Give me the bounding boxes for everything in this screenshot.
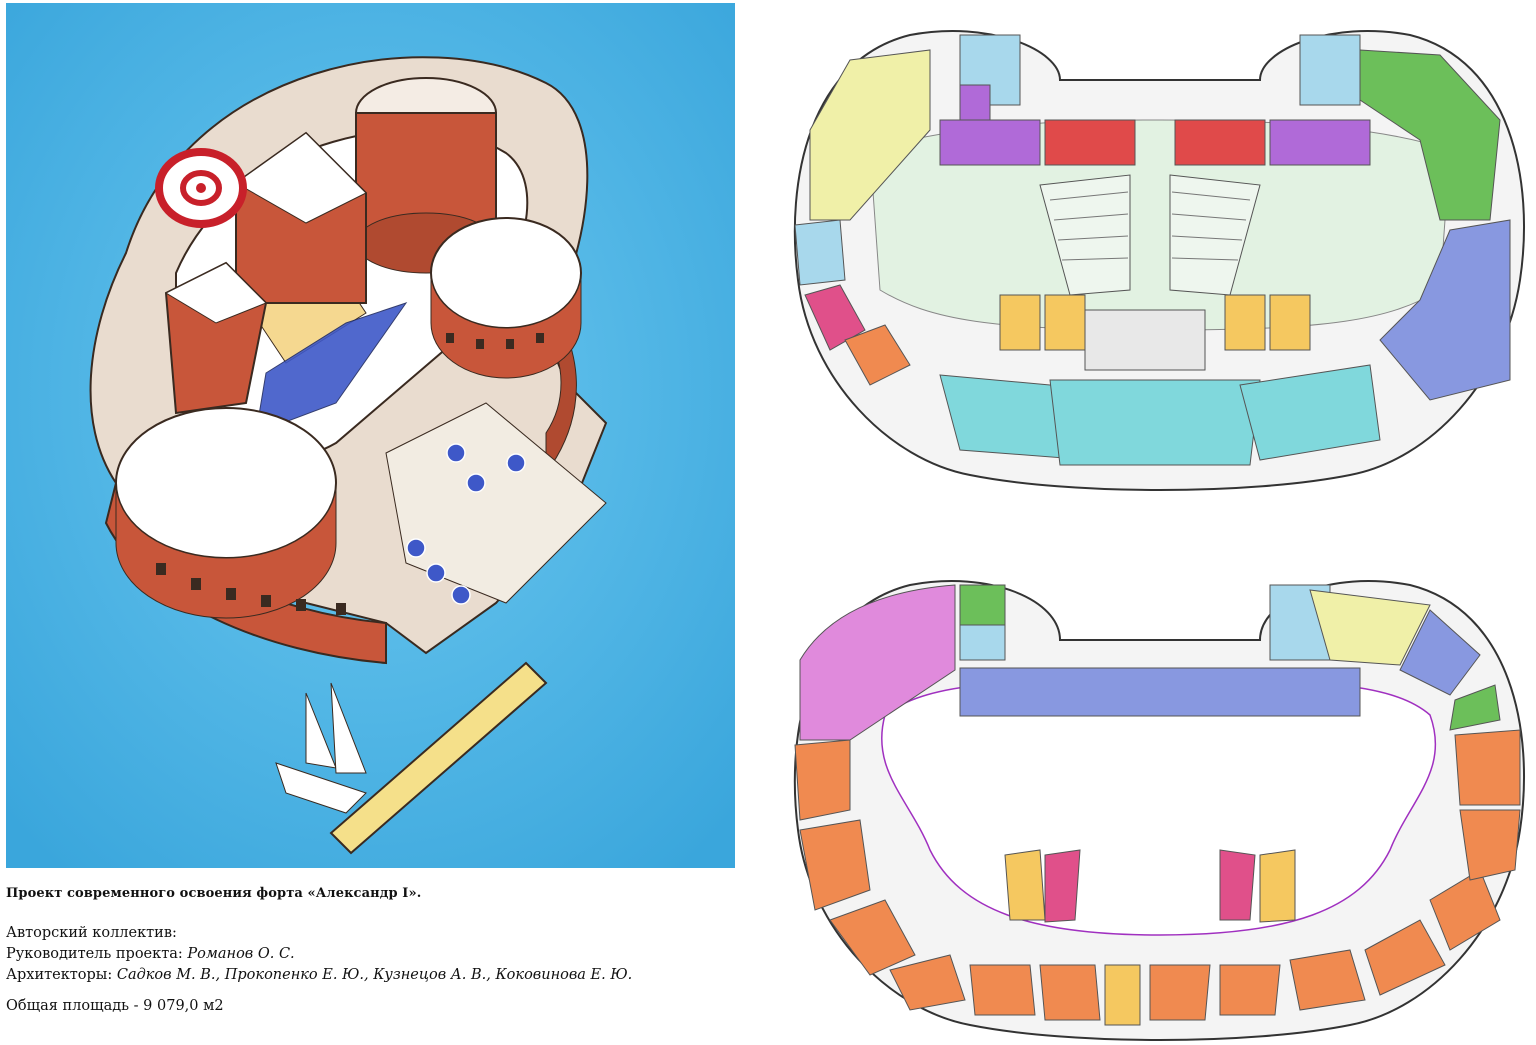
architects: Архитекторы: Садков М. В., Прокопенко Е.…	[6, 965, 726, 986]
fort-body	[89, 56, 608, 855]
project-lead: Руководитель проекта: Романов О. С.	[6, 944, 726, 965]
architects-names: Садков М. В., Прокопенко Е. Ю., Кузнецов…	[116, 967, 633, 983]
lead-label: Руководитель проекта:	[6, 946, 183, 962]
team-label: Авторский коллектив:	[6, 925, 177, 941]
floor-plan-upper	[790, 20, 1530, 495]
project-caption: Проект современного освоения форта «Алек…	[6, 886, 726, 1017]
total-area: Общая площадь - 9 079,0 м2	[6, 998, 224, 1014]
floor-plan-lower	[790, 570, 1530, 1045]
project-title: Проект современного освоения форта «Алек…	[6, 886, 422, 901]
architects-label: Архитекторы:	[6, 967, 113, 983]
fort-illustration	[6, 3, 735, 868]
lead-names: Романов О. С.	[187, 946, 295, 962]
